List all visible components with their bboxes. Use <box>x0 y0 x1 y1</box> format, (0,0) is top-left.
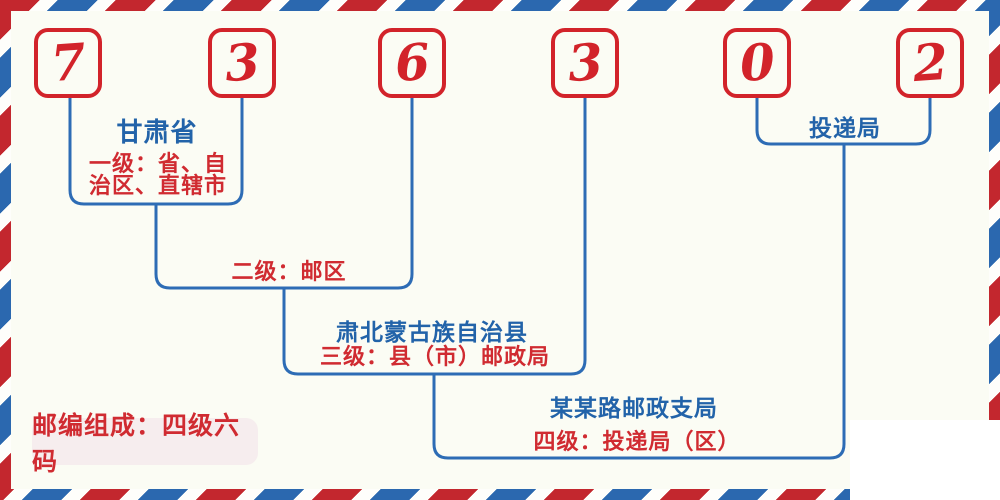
label-county: 肃北蒙古族自治县 <box>336 320 528 346</box>
digit-box-2: 3 <box>208 28 276 98</box>
bottom-right-white-patch <box>850 420 1000 500</box>
digit-box-6: 2 <box>896 28 964 98</box>
digit-box-1: 7 <box>34 28 102 98</box>
label-province: 甘肃省 <box>116 118 198 148</box>
digit-box-4: 3 <box>551 28 619 98</box>
digit-6: 2 <box>910 31 950 94</box>
label-level2: 二级：邮区 <box>231 260 347 285</box>
label-branch: 某某路邮政支局 <box>550 396 718 422</box>
digit-box-3: 6 <box>378 28 446 98</box>
digit-4: 3 <box>565 31 605 94</box>
diagram-panel <box>11 11 989 489</box>
label-delivery-bureau: 投递局 <box>809 116 881 142</box>
label-level4: 四级：投递局（区） <box>533 430 741 455</box>
digit-2: 3 <box>222 31 262 94</box>
level4-bracket-line <box>432 144 846 460</box>
digit-3: 6 <box>392 31 432 94</box>
digit-5: 0 <box>737 31 777 94</box>
digit-box-5: 0 <box>723 28 791 98</box>
composition-note-text: 邮编组成：四级六码 <box>32 410 241 476</box>
label-level3: 三级：县（市）邮政局 <box>319 345 551 370</box>
postal-code-composition-note: 邮编组成：四级六码 <box>32 411 258 476</box>
label-level1-line2: 治区、直辖市 <box>88 174 228 199</box>
digit-1: 7 <box>48 31 88 94</box>
label-level1-line1: 一级：省、自 <box>88 152 228 177</box>
